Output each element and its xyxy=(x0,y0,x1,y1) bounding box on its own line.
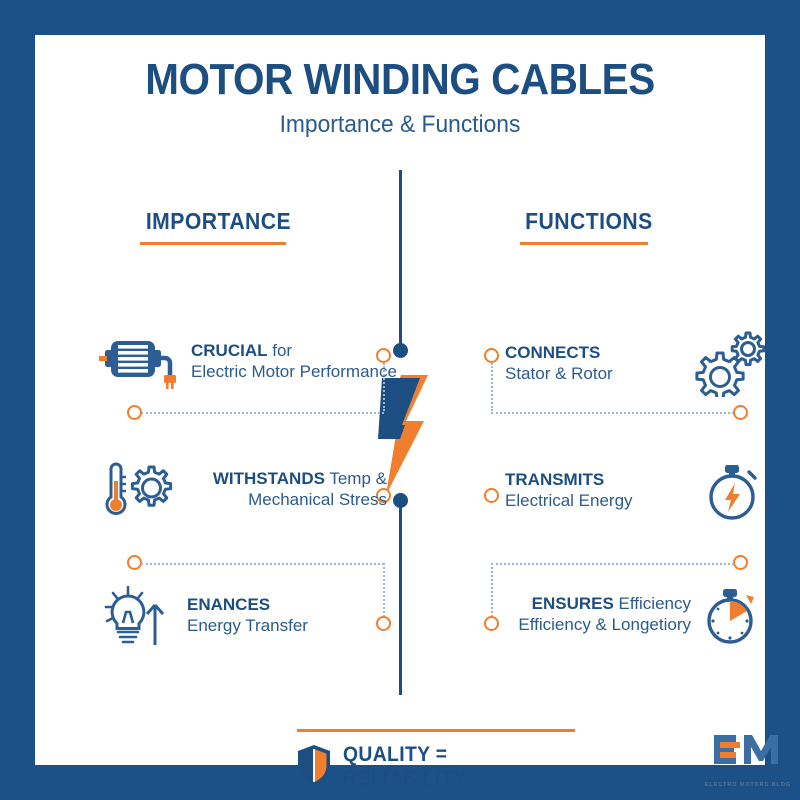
functions-item-1-label: CONNECTS Stator & Rotor xyxy=(505,343,681,384)
center-axis-bottom xyxy=(399,500,402,695)
connector-dot-left-5 xyxy=(376,616,391,631)
heading-underline xyxy=(520,242,648,245)
lightbulb-arrow-icon xyxy=(97,583,175,649)
column-heading-importance: IMPORTANCE xyxy=(140,208,292,245)
item-detail: Efficiency & Longetiory xyxy=(518,615,691,634)
connector-dot-right-1 xyxy=(484,348,499,363)
importance-item-3: ENANCES Energy Transfer xyxy=(97,583,387,649)
electric-motor-icon xyxy=(97,331,179,393)
page-subtitle: Importance & Functions xyxy=(279,111,521,139)
brand-tagline: ELECTRO MOTORS BLOG xyxy=(704,782,792,788)
item-detail: Stator & Rotor xyxy=(505,364,613,383)
connector-line-left-1h xyxy=(141,412,384,414)
connector-line-right-2v xyxy=(491,563,493,617)
item-keyword: CONNECTS xyxy=(505,343,601,363)
item-keyword: TRANSMITS xyxy=(505,470,605,490)
item-keyword-rest: Temp & xyxy=(324,469,387,489)
two-gears-icon xyxy=(691,331,765,397)
connector-dot-right-4 xyxy=(733,555,748,570)
importance-item-1-label: CRUCIAL for Electric Motor Performance xyxy=(191,341,397,382)
stopwatch-timer-icon xyxy=(699,583,765,647)
functions-item-3: ENSURES Efficiency Efficiency & Longetio… xyxy=(491,583,765,647)
connector-dot-left-3 xyxy=(376,488,391,503)
connector-line-left-1v xyxy=(383,363,385,411)
connector-line-right-1h xyxy=(491,412,734,414)
item-keyword: WITHSTANDS xyxy=(212,469,325,489)
thermometer-gear-icon xyxy=(97,459,175,521)
item-keyword: ENSURES xyxy=(531,594,614,614)
connector-dot-left-2 xyxy=(127,405,142,420)
connector-line-right-1v xyxy=(491,363,493,411)
banner-divider xyxy=(297,729,575,732)
item-detail: Energy Transfer xyxy=(187,616,308,635)
lightning-bolt-icon xyxy=(376,373,429,498)
em-monogram-icon xyxy=(714,735,778,764)
quality-banner-text: QUALITY = RELIABILITY xyxy=(343,743,467,790)
connector-line-left-2v xyxy=(383,563,385,617)
connector-dot-left-4 xyxy=(127,555,142,570)
heading-underline xyxy=(140,242,286,245)
functions-item-2: TRANSMITS Electrical Energy xyxy=(505,459,765,523)
center-axis-top xyxy=(399,170,402,350)
infographic-card: MOTOR WINDING CABLES Importance & Functi… xyxy=(35,35,790,790)
page-title: MOTOR WINDING CABLES xyxy=(145,55,655,104)
functions-item-2-label: TRANSMITS Electrical Energy xyxy=(505,470,689,511)
functions-item-3-label: ENSURES Efficiency Efficiency & Longetio… xyxy=(491,594,691,635)
brand-logo: ELECTRO MOTORS BLOG xyxy=(703,733,793,788)
item-keyword: ENANCES xyxy=(187,595,271,615)
connector-dot-left-1 xyxy=(376,348,391,363)
importance-item-1: CRUCIAL for Electric Motor Performance xyxy=(97,331,397,393)
connector-line-right-2h xyxy=(491,563,734,565)
column-heading-importance-label: IMPORTANCE xyxy=(145,208,292,234)
stopwatch-bolt-icon xyxy=(699,459,765,523)
importance-item-2: WITHSTANDS Temp & Mechanical Stress xyxy=(97,459,387,521)
connector-dot-right-5 xyxy=(484,616,499,631)
shield-icon xyxy=(297,744,331,791)
item-detail: Mechanical Stress xyxy=(248,490,387,509)
connector-dot-right-2 xyxy=(733,405,748,420)
center-axis-dot-top xyxy=(393,343,408,358)
item-detail: Electric Motor Performance xyxy=(191,362,397,381)
item-keyword: CRUCIAL xyxy=(191,341,268,361)
functions-item-1: CONNECTS Stator & Rotor xyxy=(505,331,765,397)
column-heading-functions-label: FUNCTIONS xyxy=(525,208,653,234)
item-keyword-rest: Efficiency xyxy=(613,594,691,614)
connector-line-left-2h xyxy=(141,563,384,565)
quality-banner: QUALITY = RELIABILITY xyxy=(297,743,587,791)
importance-item-2-label: WITHSTANDS Temp & Mechanical Stress xyxy=(187,469,387,510)
item-keyword-rest: for xyxy=(267,341,293,361)
importance-item-3-label: ENANCES Energy Transfer xyxy=(187,595,308,636)
connector-dot-right-3 xyxy=(484,488,499,503)
column-heading-functions: FUNCTIONS xyxy=(520,208,653,245)
header: MOTOR WINDING CABLES Importance & Functi… xyxy=(35,55,765,139)
item-detail: Electrical Energy xyxy=(505,491,633,510)
